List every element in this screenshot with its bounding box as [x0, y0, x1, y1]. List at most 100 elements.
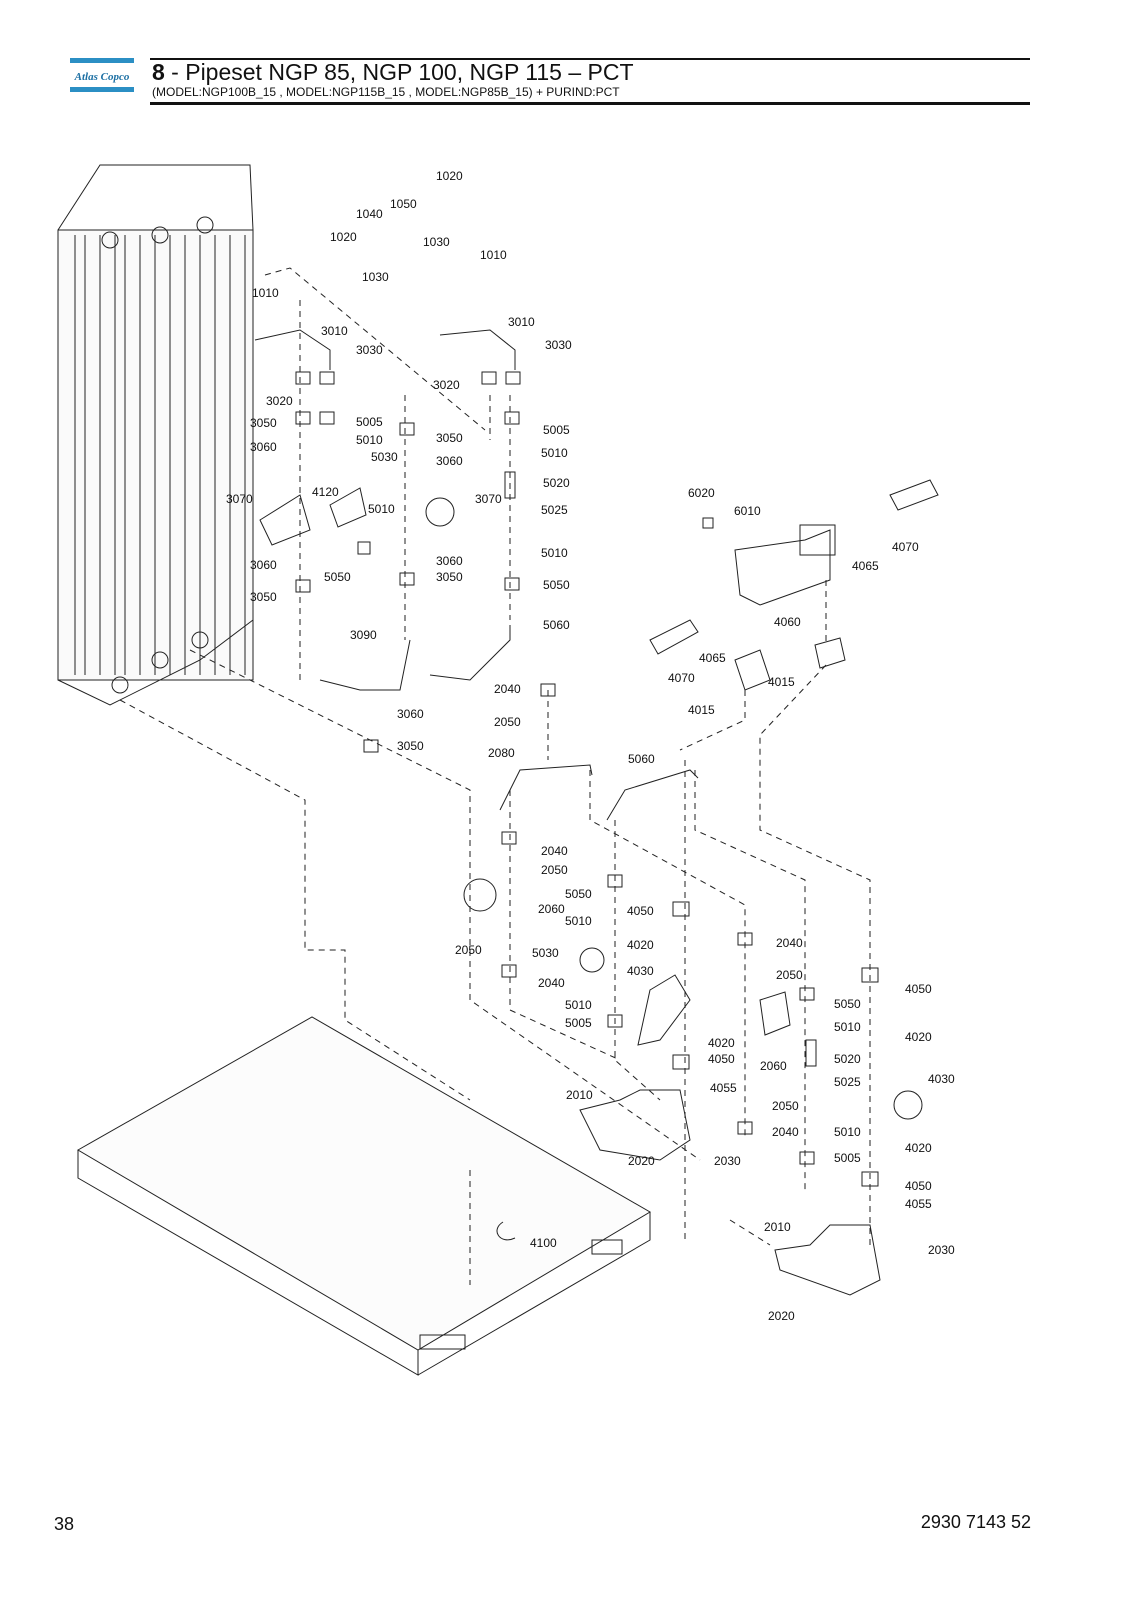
callout-label: 5020 — [834, 1052, 861, 1066]
callout-label: 5005 — [565, 1016, 592, 1030]
document-number: 2930 7143 52 — [920, 1512, 1031, 1532]
callout-label: 4050 — [905, 1179, 932, 1193]
page-number: 38 — [54, 1514, 75, 1534]
callout-label: 3050 — [250, 416, 277, 430]
callout-label: 4100 — [530, 1236, 557, 1250]
callout-label: 2030 — [928, 1243, 955, 1257]
callout-label: 3060 — [397, 707, 424, 721]
callout-label: 3050 — [436, 570, 463, 584]
callout-label: 2040 — [538, 976, 565, 990]
callout-label: 2010 — [764, 1220, 791, 1234]
callout-label: 4015 — [688, 703, 715, 717]
callout-label: 3060 — [250, 440, 277, 454]
callout-label: 5010 — [541, 446, 568, 460]
callout-label: 5010 — [565, 998, 592, 1012]
callout-label: 3090 — [350, 628, 377, 642]
callout-label: 4015 — [768, 675, 795, 689]
callout-label: 4050 — [627, 904, 654, 918]
section-number: 8 — [152, 59, 165, 85]
callout-label: 6010 — [734, 504, 761, 518]
callout-label: 2060 — [538, 902, 565, 916]
callout-label: 2080 — [488, 746, 515, 760]
callout-label: 4120 — [312, 485, 339, 499]
callout-label: 5010 — [368, 502, 395, 516]
callout-label: 3060 — [250, 558, 277, 572]
base-plate-drawing — [77, 1016, 651, 1376]
callout-label: 3050 — [397, 739, 424, 753]
callout-label: 5025 — [834, 1075, 861, 1089]
page-title: 8 - Pipeset NGP 85, NGP 100, NGP 115 – P… — [152, 60, 634, 84]
callout-label: 2030 — [714, 1154, 741, 1168]
callout-label: 2050 — [541, 863, 568, 877]
callout-label: 2050 — [494, 715, 521, 729]
callout-label: 1020 — [330, 230, 357, 244]
callout-label: 5025 — [541, 503, 568, 517]
callout-label: 5010 — [834, 1125, 861, 1139]
callout-label: 2040 — [541, 844, 568, 858]
callout-label: 4055 — [905, 1197, 932, 1211]
callout-label: 2050 — [772, 1099, 799, 1113]
callout-label: 3010 — [321, 324, 348, 338]
callout-label: 5030 — [371, 450, 398, 464]
callout-label: 2050 — [776, 968, 803, 982]
callout-label: 2060 — [760, 1059, 787, 1073]
callout-label: 5060 — [628, 752, 655, 766]
callout-label: 1030 — [423, 235, 450, 249]
callout-label: 4050 — [708, 1052, 735, 1066]
callout-label: 2020 — [768, 1309, 795, 1323]
callout-label: 4060 — [774, 615, 801, 629]
callout-label: 4020 — [627, 938, 654, 952]
callout-label: 3020 — [266, 394, 293, 408]
callout-label: 2040 — [772, 1125, 799, 1139]
callout-label: 6020 — [688, 486, 715, 500]
callout-label: 4070 — [668, 671, 695, 685]
logo-text: Atlas Copco — [74, 71, 130, 83]
filter-housing-drawing — [57, 164, 254, 706]
callout-label: 3060 — [436, 554, 463, 568]
callout-label: 2040 — [776, 936, 803, 950]
callout-label: 5050 — [834, 997, 861, 1011]
page-subtitle: (MODEL:NGP100B_15 , MODEL:NGP115B_15 , M… — [152, 85, 620, 99]
header-rule-top — [150, 58, 1030, 60]
callout-label: 3050 — [250, 590, 277, 604]
callout-label: 5005 — [543, 423, 570, 437]
callout-label: 5010 — [541, 546, 568, 560]
callout-label: 3070 — [475, 492, 502, 506]
callout-label: 3070 — [226, 492, 253, 506]
callout-label: 5030 — [532, 946, 559, 960]
callout-label: 5050 — [543, 578, 570, 592]
callout-label: 5060 — [543, 618, 570, 632]
header-rule-bottom — [150, 102, 1030, 105]
callout-label: 4070 — [892, 540, 919, 554]
callout-label: 2050 — [455, 943, 482, 957]
callout-label: 4055 — [710, 1081, 737, 1095]
callout-label: 1010 — [252, 286, 279, 300]
callout-label: 5020 — [543, 476, 570, 490]
callout-label: 4050 — [905, 982, 932, 996]
callout-label: 4065 — [699, 651, 726, 665]
title-text: - Pipeset NGP 85, NGP 100, NGP 115 – PCT — [164, 59, 634, 85]
callout-label: 5005 — [834, 1151, 861, 1165]
callout-label: 5010 — [565, 914, 592, 928]
callout-label: 1030 — [362, 270, 389, 284]
callout-label: 4020 — [905, 1030, 932, 1044]
callout-label: 5050 — [565, 887, 592, 901]
callout-label: 5050 — [324, 570, 351, 584]
callout-label: 2020 — [628, 1154, 655, 1168]
callout-labels: 1020 1040 1050 1030 1020 1010 1030 1010 … — [226, 169, 955, 1323]
callout-label: 3020 — [433, 378, 460, 392]
callout-label: 3010 — [508, 315, 535, 329]
callout-label: 3030 — [356, 343, 383, 357]
callout-label: 1010 — [480, 248, 507, 262]
callout-label: 4030 — [928, 1072, 955, 1086]
callout-label: 3060 — [436, 454, 463, 468]
callout-label: 4020 — [905, 1141, 932, 1155]
callout-label: 1020 — [436, 169, 463, 183]
callout-label: 3030 — [545, 338, 572, 352]
atlas-copco-logo: Atlas Copco — [70, 58, 134, 92]
callout-label: 5010 — [356, 433, 383, 447]
callout-label: 1050 — [390, 197, 417, 211]
callout-label: 4030 — [627, 964, 654, 978]
callout-label: 5010 — [834, 1020, 861, 1034]
callout-label: 4065 — [852, 559, 879, 573]
